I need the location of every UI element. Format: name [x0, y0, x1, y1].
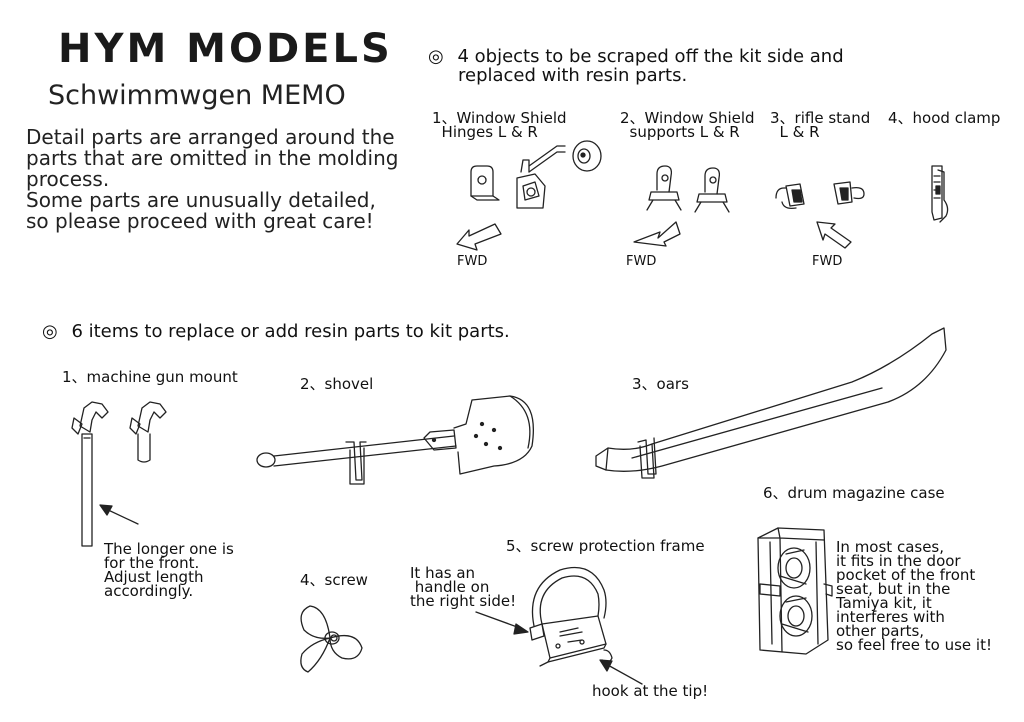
section1-heading-line: replaced with resin parts.	[458, 65, 688, 86]
hook-note: hook at the tip!	[592, 682, 709, 700]
item-label-hood-clamp: 4、hood clamp	[888, 109, 1001, 127]
fwd-label: FWD	[812, 254, 843, 269]
item-label-shovel: 2、shovel	[300, 375, 374, 393]
screw-protection-frame-icon	[529, 566, 613, 667]
drum-magazine-case-note: In most cases, it fits in the door pocke…	[836, 538, 992, 654]
bullet-mark: ◎	[42, 321, 58, 342]
note-line: In most cases,	[836, 538, 945, 556]
memo-subtitle: Schwimmwgen MEMO	[48, 80, 346, 111]
note-line: Tamiya kit, it	[836, 594, 932, 612]
machine-gun-mount-icon	[71, 401, 167, 547]
item-label-window-hinges: 1、Window Shield Hinges L & R	[432, 109, 567, 141]
drum-magazine-case-icon	[757, 527, 833, 655]
intro-line: so please proceed with great care!	[26, 209, 374, 233]
label-line: 1、Window Shield	[432, 109, 567, 127]
fwd-arrow-icon	[816, 221, 852, 249]
bullet-mark: ◎	[428, 46, 444, 67]
note-line: interferes with	[836, 608, 945, 626]
handle-note: It has an handle on the right side!	[410, 564, 517, 610]
label-line: Hinges L & R	[432, 123, 538, 141]
item-label-screw-protection-frame: 5、screw protection frame	[506, 537, 705, 555]
window-shield-supports-icon	[646, 165, 730, 213]
label-line: 2、Window Shield	[620, 109, 755, 127]
pointer-arrow-icon	[475, 611, 529, 635]
label-line: supports L & R	[620, 123, 740, 141]
oar-icon	[595, 327, 947, 479]
section2-heading-text: 6 items to replace or add resin parts to…	[71, 321, 510, 342]
fwd-arrow-icon	[456, 223, 502, 251]
pointer-arrow-icon	[99, 504, 139, 525]
brand-title: HYM MODELS	[58, 26, 393, 72]
item-label-oars: 3、oars	[632, 375, 689, 393]
label-line: 3、rifle stand	[770, 109, 871, 127]
fwd-label: FWD	[457, 254, 488, 269]
note-line: for the front.	[104, 554, 200, 572]
note-line: handle on	[410, 578, 490, 596]
note-line: so feel free to use it!	[836, 636, 992, 654]
item-label-rifle-stand: 3、rifle stand L & R	[770, 109, 871, 141]
note-line: The longer one is	[104, 540, 234, 558]
section1-heading-line: 4 objects to be scraped off the kit side…	[457, 46, 844, 67]
fwd-arrow-icon	[633, 221, 681, 247]
item-label-drum-magazine-case: 6、drum magazine case	[763, 484, 945, 502]
window-shield-hinges-icon	[470, 140, 602, 209]
note-line: pocket of the front	[836, 566, 976, 584]
shovel-icon	[256, 395, 534, 485]
note-line: seat, but in the	[836, 580, 951, 598]
note-line: Adjust length	[104, 568, 204, 586]
section2-heading: ◎ 6 items to replace or add resin parts …	[42, 323, 510, 341]
fwd-label: FWD	[626, 254, 657, 269]
intro-line: process.	[26, 167, 110, 191]
label-line: L & R	[770, 123, 820, 141]
section1-heading: ◎ 4 objects to be scraped off the kit si…	[428, 48, 844, 66]
note-line: It has an	[410, 564, 476, 582]
pointer-arrow-icon	[599, 659, 643, 685]
intro-text: Detail parts are arranged around the par…	[26, 127, 426, 232]
rifle-stand-icon	[775, 181, 865, 210]
screw-propeller-icon	[300, 605, 363, 673]
intro-line: Some parts are unusually detailed,	[26, 188, 376, 212]
machine-gun-mount-note: The longer one is for the front. Adjust …	[104, 540, 234, 600]
hood-clamp-icon	[931, 165, 949, 223]
note-line: the right side!	[410, 592, 517, 610]
item-label-screw: 4、screw	[300, 571, 368, 589]
item-label-machine-gun-mount: 1、machine gun mount	[62, 368, 238, 386]
label-line: 4、hood clamp	[888, 109, 1001, 127]
note-line: other parts,	[836, 622, 925, 640]
item-label-window-supports: 2、Window Shield supports L & R	[620, 109, 755, 141]
intro-line: parts that are omitted in the molding	[26, 146, 399, 170]
note-line: accordingly.	[104, 582, 194, 600]
note-line: it fits in the door	[836, 552, 961, 570]
intro-line: Detail parts are arranged around the	[26, 125, 395, 149]
